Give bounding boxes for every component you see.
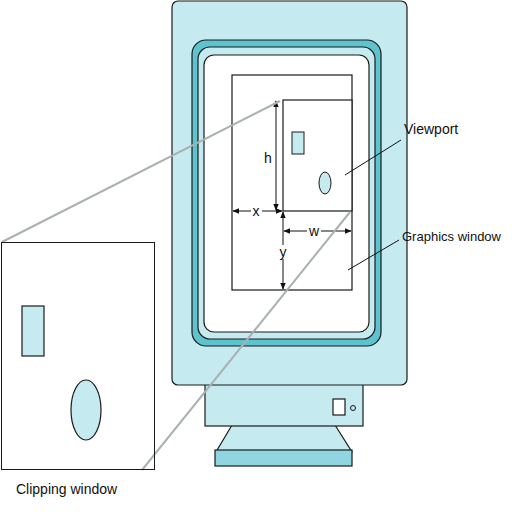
monitor-neck <box>216 425 352 452</box>
viewport-rectangle <box>292 132 304 154</box>
monitor-foot <box>215 450 352 466</box>
projection-line <box>142 212 350 470</box>
graphics-window-leader <box>348 240 399 270</box>
clipping-window: Clipping window <box>1 242 155 470</box>
viewport <box>283 100 352 211</box>
height-dimension <box>276 101 277 210</box>
dimension-label: x <box>251 204 262 218</box>
graphics-window <box>232 75 352 290</box>
bezel-ring <box>192 40 381 346</box>
power-button <box>333 399 345 415</box>
clipping-rectangle <box>22 306 44 356</box>
dimension-label: w <box>307 224 321 238</box>
clipping-window-ground <box>1 242 155 470</box>
bezel-inner <box>198 47 375 339</box>
projection-line <box>2 101 280 242</box>
dimension-label: h <box>262 151 274 165</box>
callout-label: Graphics window <box>402 230 501 243</box>
monitor-base <box>205 384 363 426</box>
window-caption: Clipping window <box>16 481 117 497</box>
clipping-ellipse <box>71 380 101 440</box>
viewport-ellipse <box>319 172 331 194</box>
dimension-label: y <box>278 245 289 259</box>
power-led <box>351 406 356 411</box>
viewport-leader <box>345 140 401 175</box>
monitor-bezel <box>172 1 407 385</box>
callout-label: Viewport <box>404 122 458 136</box>
